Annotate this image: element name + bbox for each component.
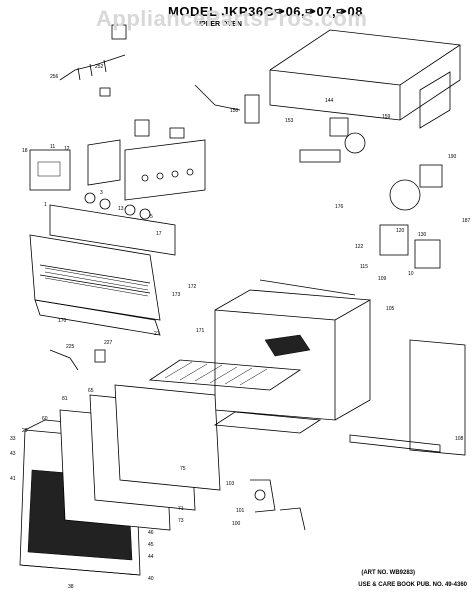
- callout-label: 150: [230, 108, 239, 114]
- callout-label: 170: [58, 318, 67, 324]
- callout-label: 41: [10, 476, 16, 482]
- callout-label: 60: [42, 416, 48, 422]
- callout-label: 100: [232, 521, 241, 527]
- door-hinge-part: [49, 349, 306, 531]
- side-panel-part: [349, 224, 466, 456]
- callout-label: 122: [355, 244, 364, 250]
- callout-label: 17: [156, 231, 162, 237]
- oven-rack-part: [148, 359, 322, 434]
- callout-label: 256: [50, 74, 59, 80]
- thermostat-cluster-part: [299, 117, 443, 211]
- callout-label: 46: [148, 530, 154, 536]
- callout-label: 27: [154, 331, 160, 337]
- callout-label: 12: [64, 146, 70, 152]
- callout-label: 44: [148, 554, 154, 560]
- callout-labels: 256 252 150 153 144 159 190 12 11 18 1 3…: [10, 64, 471, 590]
- callout-label: 225: [66, 344, 75, 350]
- callout-label: 105: [386, 306, 395, 312]
- callout-label: 153: [285, 118, 294, 124]
- callout-label: 73: [178, 518, 184, 524]
- callout-label: 120: [396, 228, 405, 234]
- art-number-label: (ART NO. WB9283): [361, 570, 415, 576]
- oven-top-shell-part: [269, 29, 461, 129]
- callout-label: 75: [180, 466, 186, 472]
- callout-label: 109: [378, 276, 387, 282]
- callout-label: 18: [22, 148, 28, 154]
- callout-label: 227: [104, 340, 113, 346]
- callout-label: 176: [335, 204, 344, 210]
- callout-label: 1: [44, 202, 47, 208]
- model-title: MODEL JKP36G✑06,✑07,✑08: [168, 4, 363, 19]
- callout-label: 29: [22, 428, 28, 434]
- callout-label: 43: [10, 451, 16, 457]
- callout-label: 190: [448, 154, 457, 160]
- callout-label: 173: [172, 292, 181, 298]
- callout-label: 144: [325, 98, 334, 104]
- callout-label: 159: [382, 114, 391, 120]
- callout-label: 33: [10, 436, 16, 442]
- callout-label: 3: [100, 190, 103, 196]
- callout-label: 103: [226, 481, 235, 487]
- callout-label: 5: [150, 214, 153, 220]
- callout-label: 40: [148, 576, 154, 582]
- callout-label: 71: [178, 506, 184, 512]
- wire-harness-part: [59, 24, 127, 97]
- callout-label: 172: [188, 284, 197, 290]
- callout-label: 252: [95, 64, 104, 70]
- callout-label: 38: [68, 584, 74, 590]
- oven-cavity-part: [214, 279, 372, 421]
- callout-label: 45: [148, 542, 154, 548]
- callout-label: 115: [360, 264, 368, 270]
- backsplash-panel-part: [49, 192, 176, 256]
- callout-label: 101: [236, 508, 245, 514]
- callout-label: 13: [118, 206, 124, 212]
- callout-label: 108: [455, 436, 464, 442]
- callout-label: 11: [50, 144, 55, 150]
- callout-label: 187: [462, 218, 471, 224]
- wire-lead-part: [194, 84, 260, 124]
- vent-hood-part: [29, 234, 161, 336]
- control-panel-part: [29, 119, 206, 201]
- callout-label: 130: [418, 232, 427, 238]
- callout-label: 81: [62, 396, 68, 402]
- diagram-subtitle: UPPER OVEN: [196, 21, 242, 28]
- callout-label: 65: [88, 388, 94, 394]
- callout-label: 171: [196, 328, 205, 334]
- use-care-pub-label: USE & CARE BOOK PUB. NO. 49-4360: [358, 582, 467, 588]
- callout-label: 10: [408, 271, 414, 277]
- oven-door-part: [19, 384, 221, 576]
